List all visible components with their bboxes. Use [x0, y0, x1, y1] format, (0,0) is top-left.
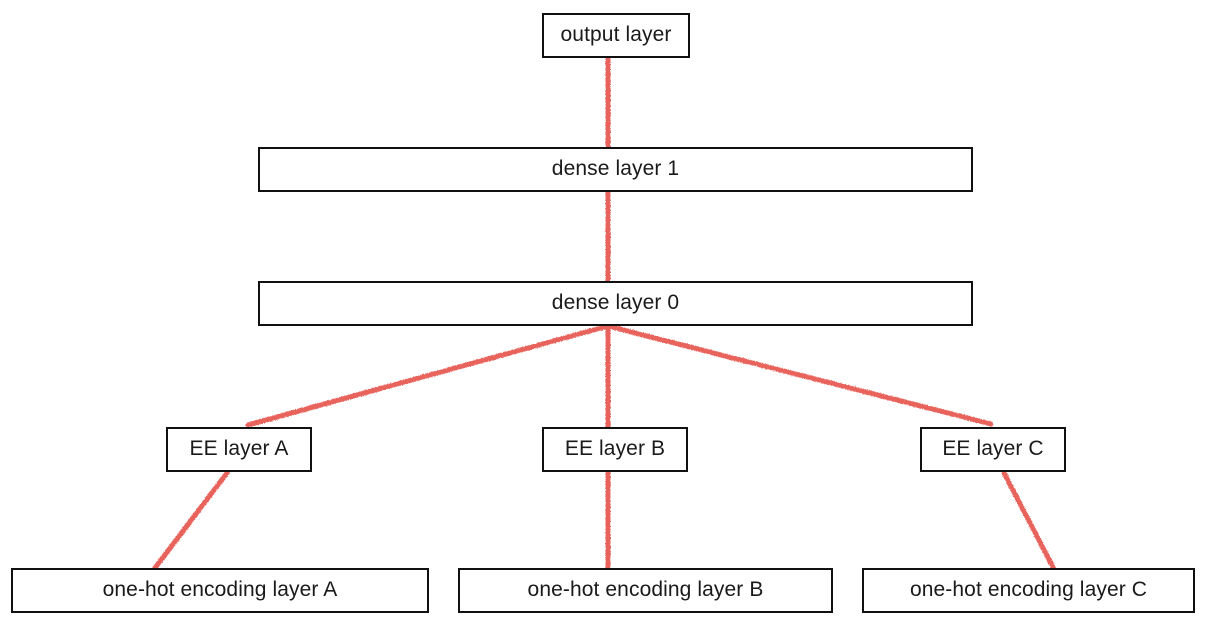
node-label: EE layer C	[942, 437, 1044, 460]
node-one-hot-encoding-layer-a[interactable]: one-hot encoding layer A	[11, 568, 429, 613]
node-label: one-hot encoding layer C	[909, 578, 1148, 601]
node-label: EE layer A	[189, 437, 289, 460]
edge-ee_a-to-dense0	[245, 323, 611, 428]
edge-onehot_c-to-ee_c	[1001, 470, 1056, 570]
node-ee-layer-c[interactable]: EE layer C	[920, 427, 1066, 472]
node-ee-layer-b[interactable]: EE layer B	[542, 427, 688, 472]
node-one-hot-encoding-layer-c[interactable]: one-hot encoding layer C	[862, 568, 1195, 613]
node-output-layer[interactable]: output layer	[542, 13, 690, 58]
node-ee-layer-a[interactable]: EE layer A	[166, 427, 312, 472]
node-one-hot-encoding-layer-b[interactable]: one-hot encoding layer B	[458, 568, 833, 613]
node-label: one-hot encoding layer A	[102, 578, 338, 601]
node-label: one-hot encoding layer B	[527, 578, 764, 601]
node-label: dense layer 1	[551, 157, 680, 180]
node-label: output layer	[560, 23, 672, 46]
node-dense-layer-0[interactable]: dense layer 0	[258, 281, 973, 326]
node-dense-layer-1[interactable]: dense layer 1	[258, 147, 973, 192]
node-label: dense layer 0	[551, 291, 680, 314]
edge-onehot_a-to-ee_a	[152, 470, 230, 571]
node-label: EE layer B	[564, 437, 666, 460]
edge-ee_c-to-dense0	[605, 323, 994, 427]
